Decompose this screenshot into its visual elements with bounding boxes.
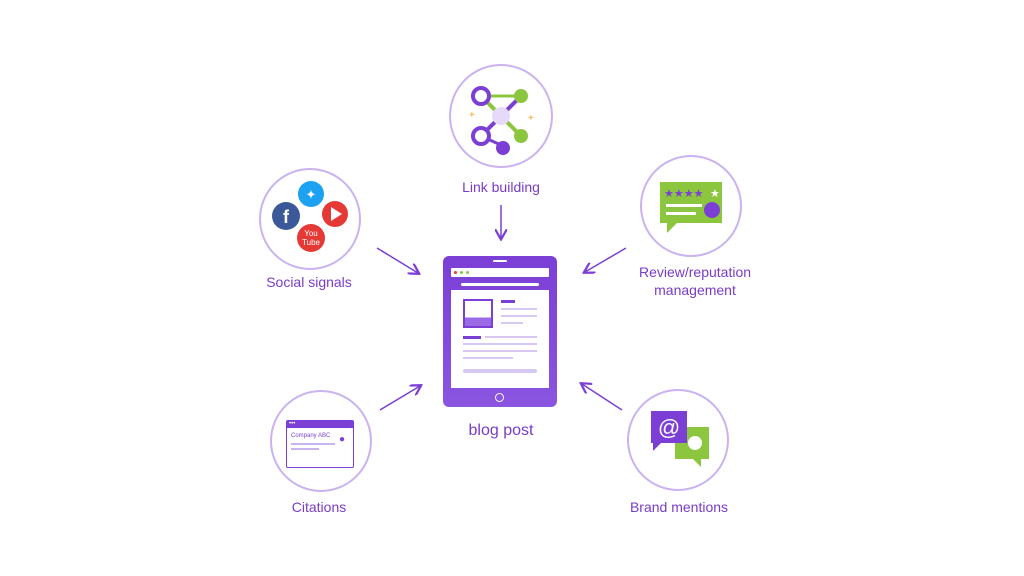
arrow-social-signals (376, 247, 418, 273)
smiley-icon (704, 202, 720, 218)
citations-label: Citations (291, 499, 347, 515)
svg-text:★★★★: ★★★★ (664, 188, 704, 200)
review-label: Review/reputation management (639, 263, 751, 299)
brand-mentions-circle: @ (627, 389, 729, 491)
arrow-brand-mentions (582, 384, 623, 411)
review-chat-icon: ★★★★★ (660, 182, 722, 233)
svg-text:+: + (528, 113, 534, 124)
svg-text:★: ★ (710, 188, 720, 200)
svg-text:Tube: Tube (302, 238, 320, 247)
blog-post-label: blog post (468, 422, 534, 439)
chat-mention-icon: @ (651, 411, 709, 467)
arrow-review (585, 247, 627, 272)
facebook-icon (272, 202, 300, 230)
link-building-circle: ++ (449, 64, 553, 168)
svg-text:@: @ (658, 415, 680, 440)
citation-card: ••• Company ABC ● (286, 420, 354, 468)
svg-text:+: + (469, 110, 475, 121)
youtube-icon (297, 224, 325, 252)
review-circle: ★★★★★ (640, 155, 742, 257)
brand-mentions-label: Brand mentions (629, 499, 729, 515)
twitter-icon (298, 181, 324, 207)
svg-text:You: You (304, 229, 318, 238)
social-signals-label: Social signals (266, 274, 352, 290)
home-button-icon (495, 393, 504, 402)
browser-bar (451, 268, 549, 277)
arrow-citations (379, 386, 420, 411)
link-network-icon: ++ (469, 86, 534, 155)
review-label-line1: Review/reputation (638, 264, 752, 280)
review-label-line2: management (654, 282, 736, 298)
citation-company-text: Company ABC (291, 433, 331, 439)
citations-circle: ••• Company ABC ● (270, 390, 372, 492)
blog-page (451, 290, 549, 388)
svg-text:f: f (283, 207, 290, 227)
svg-text:✦: ✦ (306, 187, 317, 202)
location-pin-icon: ● (339, 434, 346, 445)
link-building-label: Link building (462, 179, 540, 195)
tablet-blog-post (443, 256, 557, 407)
image-placeholder-icon (463, 299, 493, 328)
